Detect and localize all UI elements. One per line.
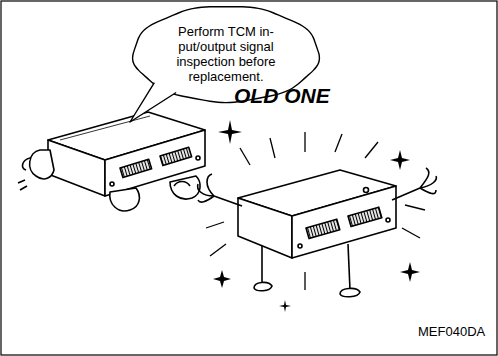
bubble-tail	[130, 83, 176, 122]
sparkle-stars	[213, 120, 420, 312]
bubble-text: Perform TCM in- put/output signal inspec…	[165, 24, 287, 84]
new-tcm-unit	[18, 112, 205, 211]
sparkle-lines	[206, 132, 425, 290]
old-tcm-unit	[198, 168, 437, 297]
figure-code: MEF040DA	[418, 324, 485, 339]
unit-label: OLD ONE	[234, 84, 330, 108]
